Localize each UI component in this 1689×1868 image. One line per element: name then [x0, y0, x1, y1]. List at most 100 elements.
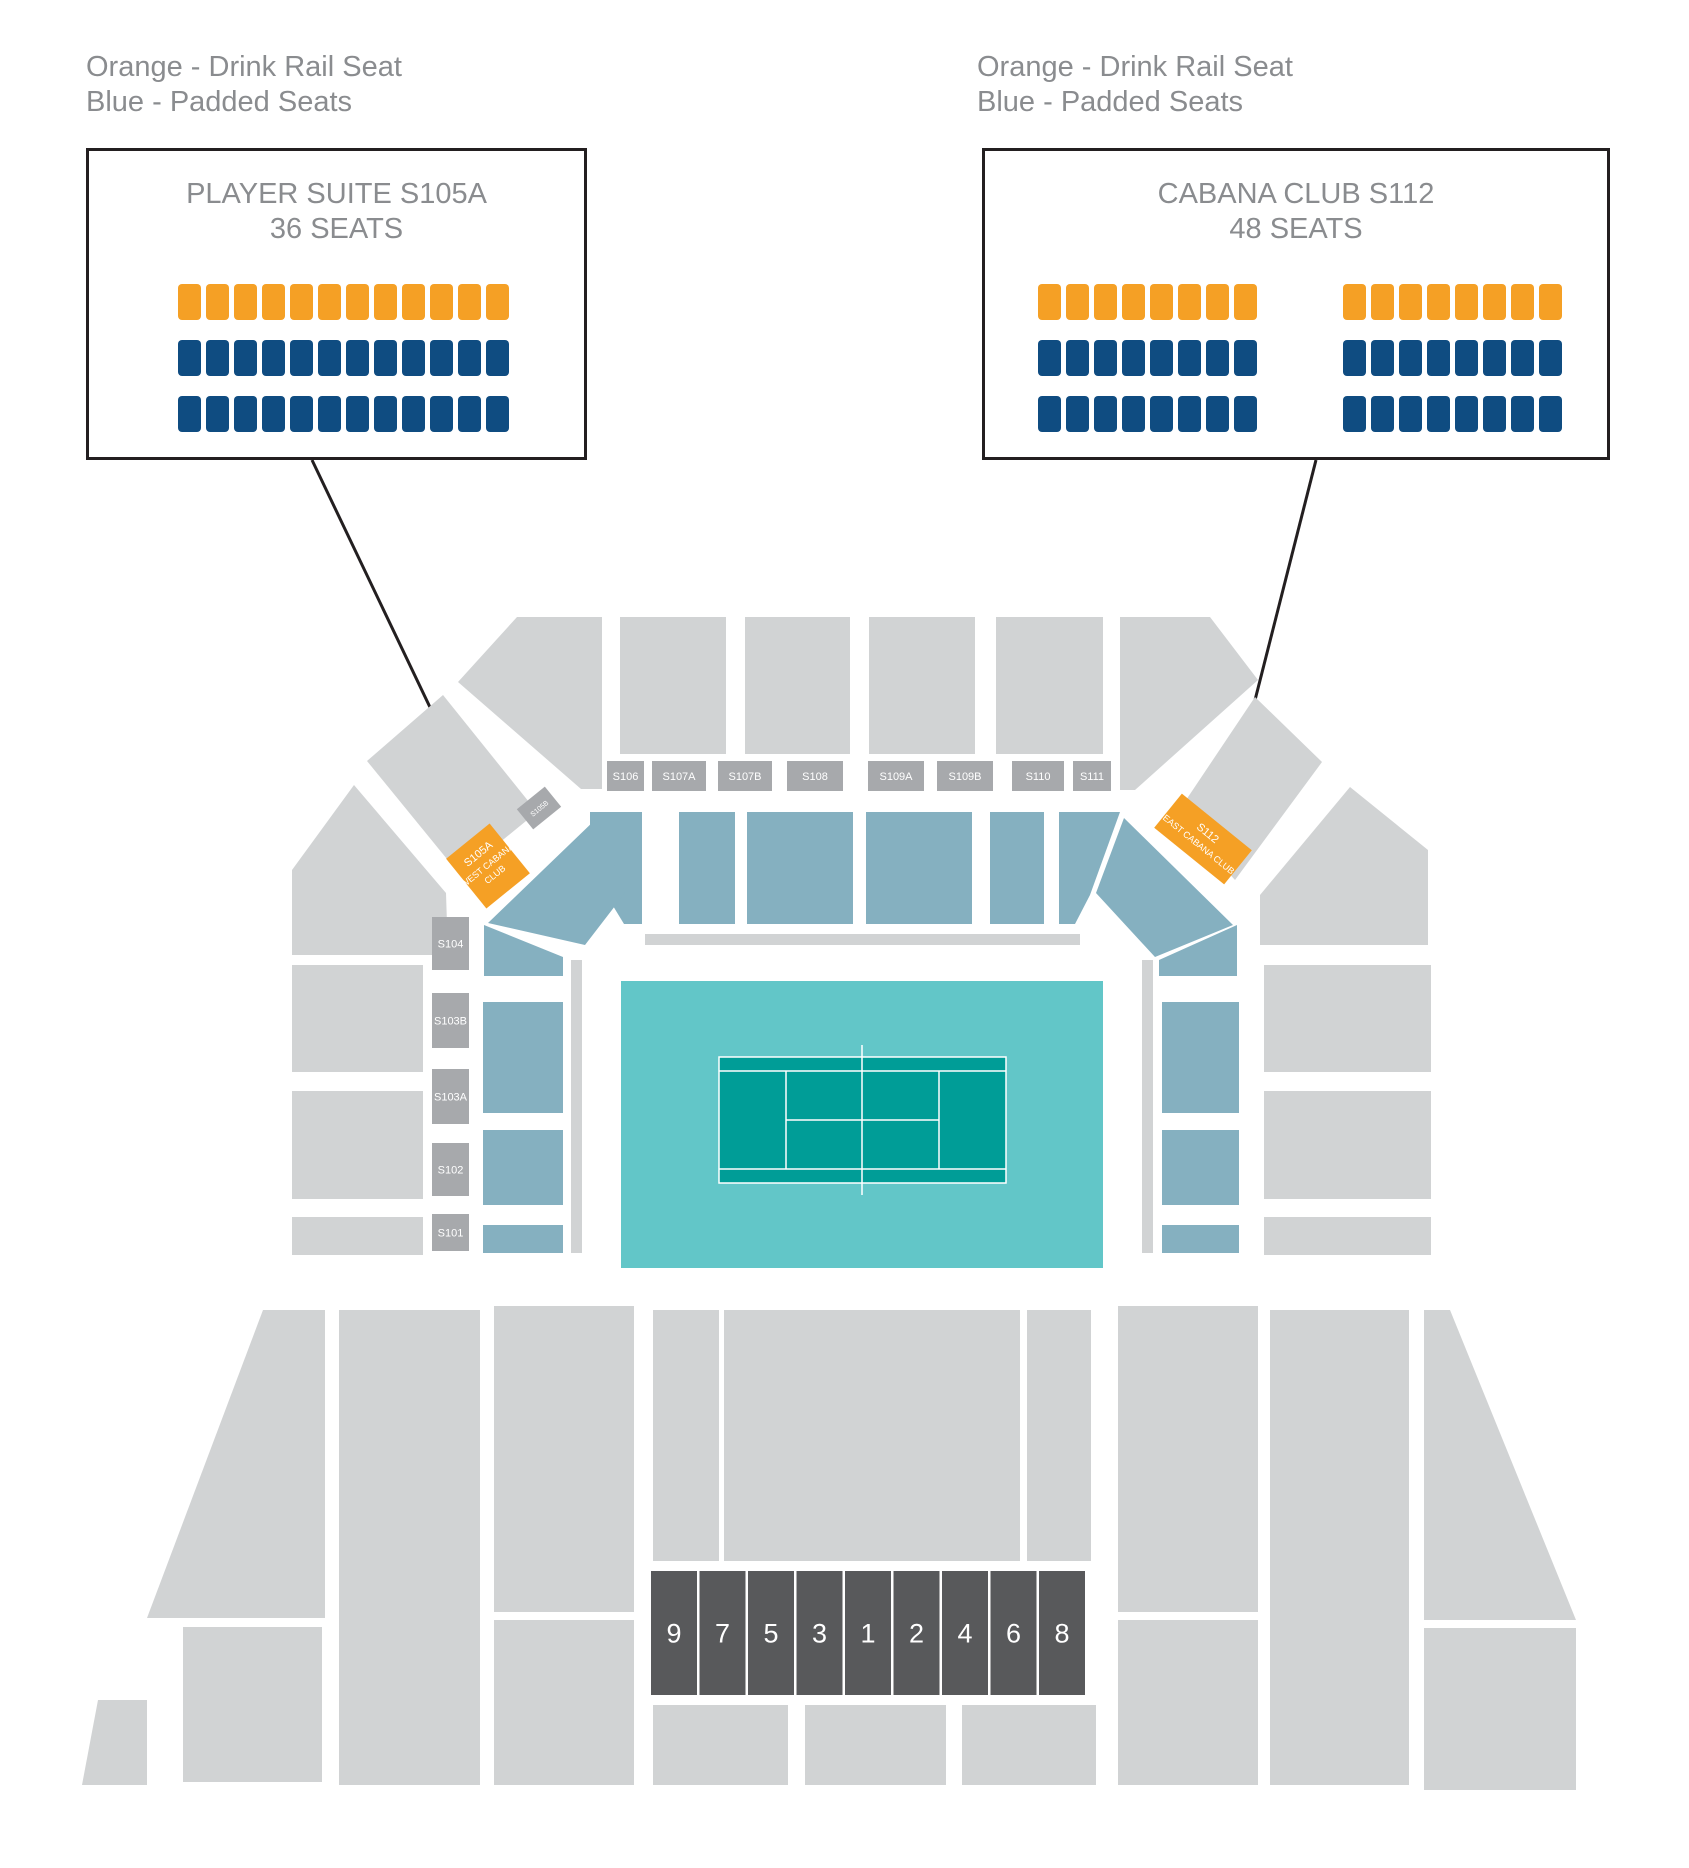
padded-seat[interactable] [1483, 396, 1506, 432]
padded-seat[interactable] [1234, 340, 1257, 376]
padded-seat[interactable] [1511, 396, 1534, 432]
padded-seat[interactable] [1371, 396, 1394, 432]
seating-section[interactable] [1424, 1628, 1576, 1790]
drink-rail-seat[interactable] [318, 284, 341, 320]
suite-s102[interactable]: S102 [432, 1143, 469, 1196]
drink-rail-seat[interactable] [430, 284, 453, 320]
padded-seat[interactable] [206, 396, 229, 432]
courtside-box-9[interactable]: 9 [651, 1571, 697, 1695]
drink-rail-seat[interactable] [262, 284, 285, 320]
padded-seat[interactable] [1066, 340, 1089, 376]
padded-seat[interactable] [1094, 396, 1117, 432]
padded-seat[interactable] [1539, 340, 1562, 376]
lower-section[interactable] [1159, 925, 1237, 976]
lower-section[interactable] [1162, 1130, 1239, 1205]
padded-seat[interactable] [1206, 340, 1229, 376]
lower-section[interactable] [484, 925, 563, 976]
padded-seat[interactable] [486, 340, 509, 376]
drink-rail-seat[interactable] [1178, 284, 1201, 320]
padded-seat[interactable] [430, 396, 453, 432]
padded-seat[interactable] [1178, 396, 1201, 432]
seating-section[interactable] [292, 1091, 423, 1199]
seating-section[interactable] [1118, 1306, 1258, 1612]
drink-rail-seat[interactable] [1511, 284, 1534, 320]
padded-seat[interactable] [178, 340, 201, 376]
padded-seat[interactable] [346, 340, 369, 376]
drink-rail-seat[interactable] [1539, 284, 1562, 320]
seating-section[interactable] [1264, 1217, 1431, 1255]
drink-rail-seat[interactable] [1234, 284, 1257, 320]
drink-rail-seat[interactable] [1066, 284, 1089, 320]
suite-s110[interactable]: S110 [1012, 761, 1064, 791]
lower-section[interactable] [483, 1002, 563, 1113]
seating-section[interactable] [1264, 1091, 1431, 1199]
seating-section[interactable] [1118, 1620, 1258, 1785]
seating-section[interactable] [82, 1700, 147, 1785]
padded-seat[interactable] [234, 340, 257, 376]
seating-section[interactable] [494, 1620, 634, 1785]
padded-seat[interactable] [346, 396, 369, 432]
suite-s107b[interactable]: S107B [718, 761, 772, 791]
padded-seat[interactable] [1038, 340, 1061, 376]
padded-seat[interactable] [1539, 396, 1562, 432]
suite-s108[interactable]: S108 [787, 761, 843, 791]
seating-section[interactable] [620, 617, 726, 754]
courtside-box-2[interactable]: 2 [893, 1571, 940, 1695]
padded-seat[interactable] [234, 396, 257, 432]
seating-section[interactable] [183, 1627, 322, 1782]
lower-section[interactable] [488, 818, 625, 945]
padded-seat[interactable] [402, 396, 425, 432]
padded-seat[interactable] [1483, 340, 1506, 376]
courtside-box-8[interactable]: 8 [1039, 1571, 1085, 1695]
seating-section[interactable] [1264, 965, 1431, 1072]
padded-seat[interactable] [1455, 396, 1478, 432]
west-cabana-club[interactable]: S105A WEST CABANA CLUB [442, 821, 533, 912]
padded-seat[interactable] [458, 396, 481, 432]
seating-section[interactable] [962, 1705, 1096, 1785]
drink-rail-seat[interactable] [486, 284, 509, 320]
courtside-box-3[interactable]: 3 [796, 1571, 843, 1695]
seating-section[interactable] [1270, 1310, 1409, 1785]
padded-seat[interactable] [178, 396, 201, 432]
drink-rail-seat[interactable] [374, 284, 397, 320]
seating-section[interactable] [292, 965, 423, 1072]
seating-section[interactable] [494, 1306, 634, 1612]
padded-seat[interactable] [318, 340, 341, 376]
padded-seat[interactable] [1122, 396, 1145, 432]
lower-section[interactable] [1059, 812, 1120, 924]
seating-section[interactable] [339, 1310, 480, 1785]
padded-seat[interactable] [318, 396, 341, 432]
padded-seat[interactable] [1150, 340, 1173, 376]
lower-section[interactable] [483, 1130, 563, 1205]
padded-seat[interactable] [1399, 340, 1422, 376]
drink-rail-seat[interactable] [1150, 284, 1173, 320]
padded-seat[interactable] [1094, 340, 1117, 376]
lower-section[interactable] [483, 1225, 563, 1253]
padded-seat[interactable] [1511, 340, 1534, 376]
lower-section[interactable] [990, 812, 1044, 924]
drink-rail-seat[interactable] [1427, 284, 1450, 320]
suite-s107a[interactable]: S107A [652, 761, 706, 791]
seating-section[interactable] [147, 1310, 325, 1618]
seating-section[interactable] [996, 617, 1103, 754]
padded-seat[interactable] [1427, 396, 1450, 432]
suite-s103b[interactable]: S103B [432, 993, 469, 1048]
drink-rail-seat[interactable] [1483, 284, 1506, 320]
padded-seat[interactable] [262, 396, 285, 432]
padded-seat[interactable] [1150, 396, 1173, 432]
seating-section[interactable] [1027, 1310, 1091, 1561]
seating-section[interactable] [653, 1310, 719, 1561]
drink-rail-seat[interactable] [1399, 284, 1422, 320]
suite-s106[interactable]: S106 [607, 761, 644, 791]
drink-rail-seat[interactable] [1094, 284, 1117, 320]
seating-section[interactable] [458, 617, 602, 789]
padded-seat[interactable] [430, 340, 453, 376]
courtside-box-7[interactable]: 7 [699, 1571, 746, 1695]
seating-section[interactable] [1120, 617, 1258, 790]
drink-rail-seat[interactable] [458, 284, 481, 320]
suite-s101[interactable]: S101 [432, 1214, 469, 1251]
padded-seat[interactable] [206, 340, 229, 376]
padded-seat[interactable] [1178, 340, 1201, 376]
seating-section[interactable] [653, 1705, 788, 1785]
drink-rail-seat[interactable] [346, 284, 369, 320]
